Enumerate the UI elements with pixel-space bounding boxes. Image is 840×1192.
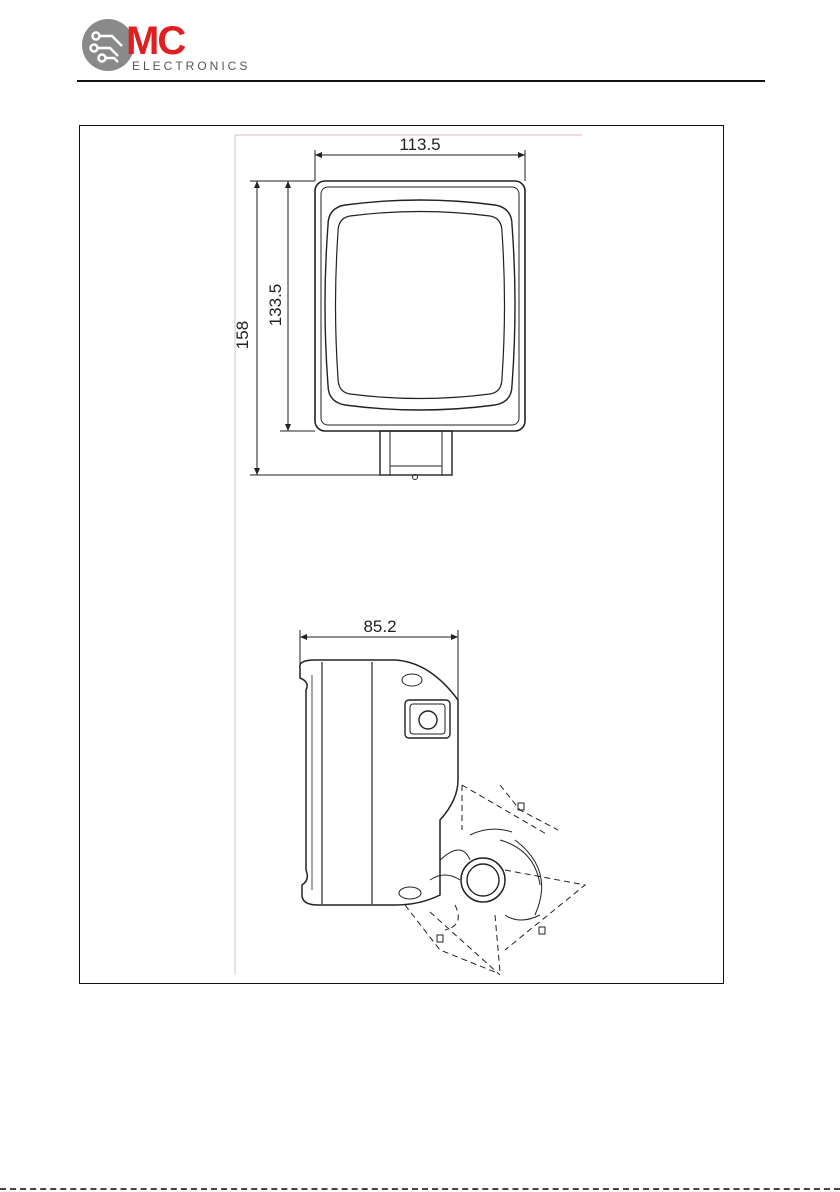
swing-envelope bbox=[405, 785, 585, 975]
dimension-housing-height bbox=[280, 181, 315, 431]
dimension-width-label: 113.5 bbox=[399, 135, 440, 154]
dimension-overall-height-label: 158 bbox=[233, 321, 252, 349]
dimension-housing-height-label: 133.5 bbox=[266, 284, 285, 327]
swing-tabs bbox=[437, 803, 545, 942]
dimension-width bbox=[315, 150, 525, 181]
dimension-depth bbox=[300, 630, 458, 700]
side-view bbox=[300, 660, 542, 920]
page-bottom-edge bbox=[0, 1188, 840, 1191]
front-view bbox=[315, 181, 525, 480]
dimension-depth-label: 85.2 bbox=[363, 617, 396, 636]
